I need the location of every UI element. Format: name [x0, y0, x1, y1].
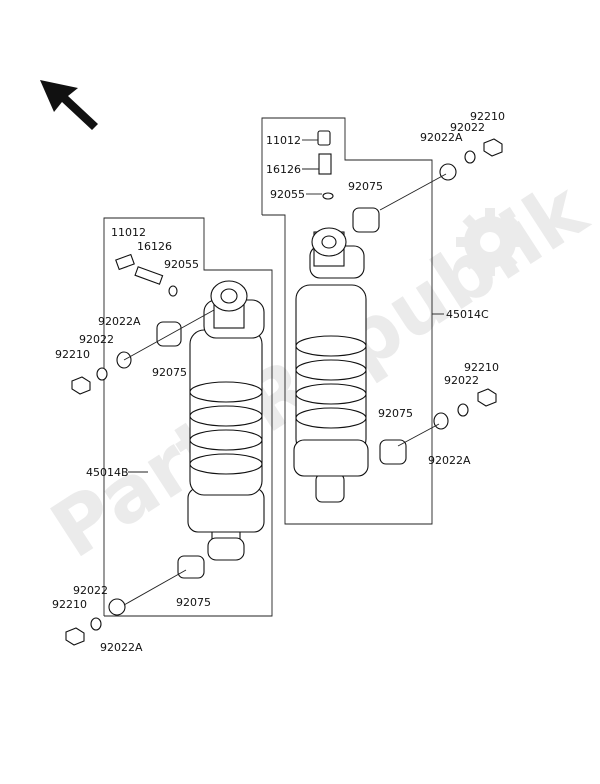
label-92210-right-lower: 92210 [464, 361, 499, 374]
gear-icon [456, 208, 524, 276]
left-upper-bush [156, 321, 182, 347]
left-lower-washer [108, 598, 126, 616]
label-11012-right: 11012 [266, 134, 301, 147]
right-lower-washer [433, 412, 449, 430]
label-16126-right: 16126 [266, 163, 301, 176]
label-92022-left-lower: 92022 [73, 584, 108, 597]
left-adjuster-parts [115, 253, 178, 297]
left-lower-bush [177, 555, 205, 579]
label-92075-left: 92075 [152, 366, 187, 379]
right-shock-body [293, 227, 369, 503]
label-92210-left-lower: 92210 [52, 598, 87, 611]
label-92022a-right: 92022A [420, 131, 463, 144]
left-upper-nut [71, 376, 91, 395]
label-16126-left: 16126 [137, 240, 172, 253]
label-92022-left: 92022 [79, 333, 114, 346]
right-shock-assembly: 11012 16126 92055 92075 92210 92022 9202… [261, 110, 505, 525]
label-92022a-left: 92022A [98, 315, 141, 328]
left-upper-collar [96, 367, 108, 381]
label-45014b: 45014B [86, 466, 129, 479]
right-upper-bush [352, 207, 380, 233]
right-adjuster-parts [317, 130, 334, 200]
left-lower-collar [90, 617, 102, 631]
label-92210-right: 92210 [470, 110, 505, 123]
left-shock-body [187, 280, 265, 561]
left-lower-nut [65, 627, 85, 646]
right-lower-collar [457, 403, 469, 417]
label-45014c: 45014C [446, 308, 489, 321]
right-upper-collar [464, 150, 476, 164]
label-92022a-right-lower: 92022A [428, 454, 471, 467]
left-shock-assembly: 11012 16126 92055 92022A 92022 92210 920… [52, 217, 273, 654]
label-92075-left-lower: 92075 [176, 596, 211, 609]
front-arrow-icon [40, 80, 98, 130]
label-92055-left: 92055 [164, 258, 199, 271]
label-92075-right-lower: 92075 [378, 407, 413, 420]
label-92022-right-lower: 92022 [444, 374, 479, 387]
right-upper-washer [439, 163, 457, 181]
label-92055-right: 92055 [270, 188, 305, 201]
label-92075-right: 92075 [348, 180, 383, 193]
right-lower-nut [477, 388, 497, 407]
right-upper-nut [483, 138, 503, 157]
label-92022-right: 92022 [450, 121, 485, 134]
label-92022a-left-lower: 92022A [100, 641, 143, 654]
label-92210-left: 92210 [55, 348, 90, 361]
label-11012-left: 11012 [111, 226, 146, 239]
right-lower-bush [379, 439, 407, 465]
